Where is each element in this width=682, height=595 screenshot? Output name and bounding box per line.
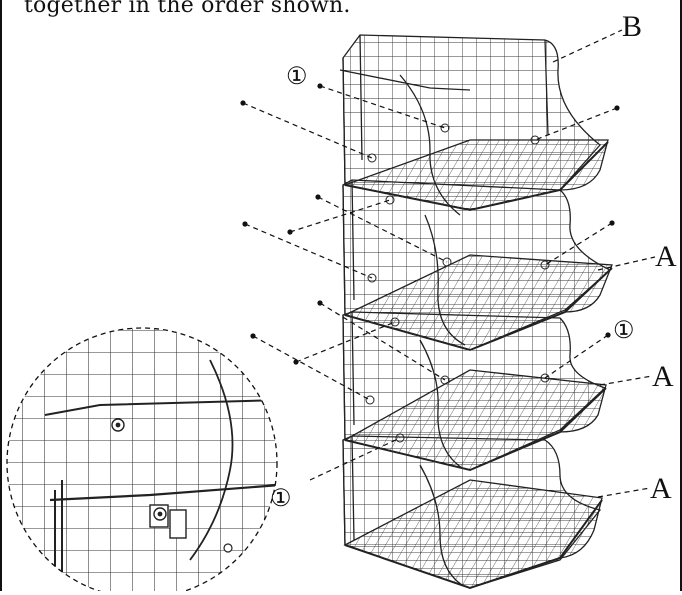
screw-leaders: [242, 85, 618, 481]
detail-circle-outline: [6, 327, 278, 595]
callout-screw-right: ①: [613, 318, 635, 344]
basket-stack: [339, 34, 613, 590]
instruction-text: together in the order shown.: [24, 0, 351, 18]
part-labels: B A A A: [622, 10, 677, 505]
label-leaders: [552, 29, 656, 498]
label-basket-a-4: A: [650, 472, 672, 505]
loose-screws: [240, 83, 620, 365]
callout-screw-top: ①: [286, 64, 308, 90]
label-basket-a-3: A: [652, 360, 674, 393]
basket-a-4: [342, 435, 603, 590]
label-basket-b: B: [622, 10, 642, 43]
label-basket-a-2: A: [655, 240, 677, 273]
screw-bosses: [365, 123, 550, 443]
callout-screw-detail: ①: [270, 486, 292, 512]
detail-magnifier: [6, 327, 278, 595]
screw-callouts: ① ① ①: [270, 64, 635, 512]
